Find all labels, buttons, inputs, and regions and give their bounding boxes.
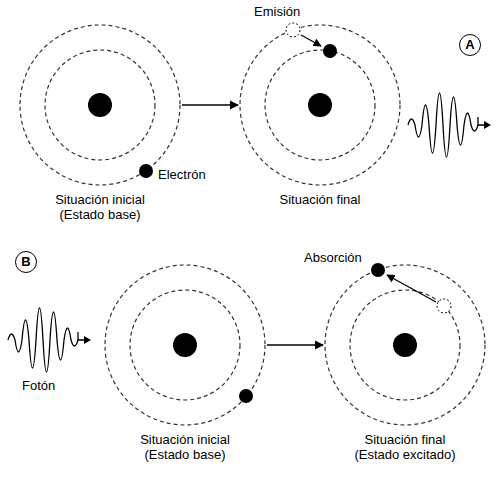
emitted-wave (408, 93, 491, 157)
annotation-label: Emisión (254, 4, 300, 19)
atom-state: Situación inicial (Estado base) (105, 265, 265, 464)
transition-arrow (182, 104, 238, 105)
atom-state: Situación final (240, 25, 400, 209)
atom-emission (240, 23, 400, 185)
state-caption: Situación inicial (Estado base) (126, 432, 244, 462)
state-caption: Situación inicial (Estado base) (41, 192, 159, 222)
annotation-label: Electrón (158, 167, 206, 182)
state-caption: Situación final (261, 192, 379, 207)
atom-excited-state (325, 263, 485, 425)
photon-wave (8, 308, 91, 372)
atom-ground-state (105, 265, 265, 425)
annotation-label: Fotón (22, 378, 55, 393)
panel-letter: B (15, 251, 37, 273)
annotation-label: Absorción (304, 250, 362, 265)
transition-arrow (267, 344, 323, 345)
atom-state: Situación inicial (Estado base) (20, 25, 180, 224)
state-caption: Situación final (Estado excitado) (346, 432, 464, 462)
atom-ground-state (20, 25, 180, 185)
panel-letter: A (459, 34, 481, 56)
panel-letter-text: A (465, 38, 474, 52)
atom-state: Situación final (Estado excitado) (325, 265, 485, 464)
panel-letter-text: B (21, 255, 30, 269)
